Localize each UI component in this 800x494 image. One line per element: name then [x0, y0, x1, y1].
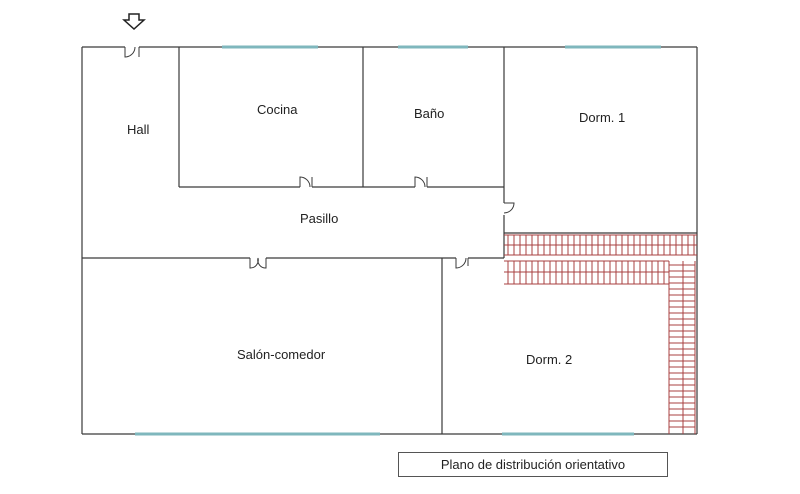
- entrance-arrow-icon: [122, 13, 146, 31]
- terrace-railing: [504, 234, 697, 434]
- doors: [124, 46, 515, 269]
- room-label-salon: Salón-comedor: [237, 347, 326, 362]
- room-label-dorm2: Dorm. 2: [526, 352, 572, 367]
- room-label-dorm1: Dorm. 1: [579, 110, 625, 125]
- plan-caption: Plano de distribución orientativo: [398, 452, 668, 477]
- windows: [135, 45, 661, 436]
- interior-walls: [82, 47, 697, 434]
- room-label-cocina: Cocina: [257, 102, 298, 117]
- room-label-bano: Baño: [414, 106, 444, 121]
- room-label-pasillo: Pasillo: [300, 211, 338, 226]
- outer-walls: [81, 46, 698, 435]
- room-label-hall: Hall: [127, 122, 150, 137]
